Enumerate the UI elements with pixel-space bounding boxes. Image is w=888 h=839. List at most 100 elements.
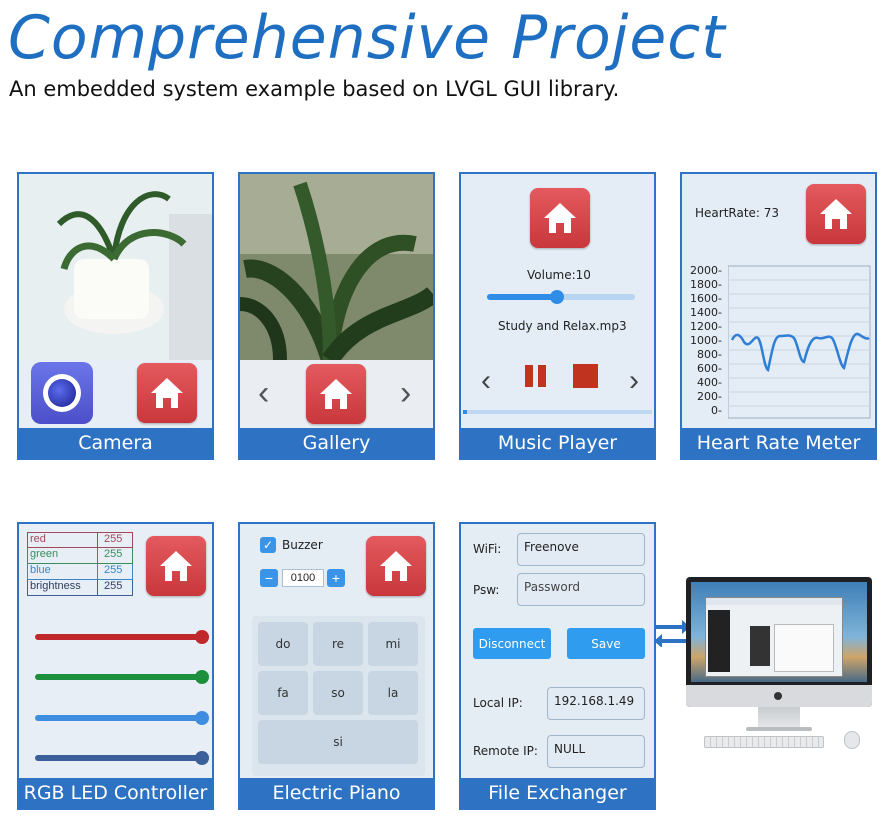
gallery-card[interactable]: ‹ › Gallery	[238, 172, 435, 460]
y-tick: 1600-	[690, 292, 722, 305]
y-tick: 1200-	[690, 320, 722, 333]
blue-slider-knob[interactable]	[195, 711, 209, 725]
green-slider[interactable]	[35, 670, 209, 684]
camera-home-button[interactable]	[137, 363, 197, 423]
heart-y-axis: 2000- 1800- 1600- 1400- 1200- 1000- 800-…	[690, 264, 730, 424]
gallery-image	[240, 174, 433, 360]
stop-button[interactable]	[573, 364, 598, 388]
piano-key-la[interactable]: la	[368, 671, 418, 715]
heartrate-chart	[728, 265, 871, 419]
camera-card[interactable]: Camera	[17, 172, 214, 460]
rgb-home-button[interactable]	[146, 536, 206, 596]
y-tick: 1400-	[690, 306, 722, 319]
piano-key-fa[interactable]: fa	[258, 671, 308, 715]
home-icon	[151, 378, 183, 408]
y-tick: 1000-	[690, 334, 722, 347]
brightness-slider-knob[interactable]	[195, 751, 209, 765]
rgb-screen: red 255 green 255 blue 255 brightness 25…	[19, 524, 212, 778]
rgb-caption: RGB LED Controller	[19, 778, 212, 808]
volume-slider[interactable]	[487, 290, 635, 304]
monitor-stand	[758, 707, 800, 729]
plant-photo	[240, 174, 433, 360]
gallery-screen: ‹ ›	[240, 174, 433, 428]
brightness-slider[interactable]	[35, 751, 209, 765]
counter-display[interactable]: 0100	[282, 569, 324, 587]
heart-screen: HeartRate: 73 2000- 1800- 1600- 1400- 12…	[682, 174, 875, 428]
save-button[interactable]: Save	[567, 628, 645, 659]
home-icon	[320, 379, 352, 409]
color-name: brightness	[28, 580, 98, 595]
music-home-button[interactable]	[530, 188, 590, 248]
table-row: green 255	[27, 548, 133, 564]
color-name: blue	[28, 564, 98, 579]
red-slider-knob[interactable]	[195, 630, 209, 644]
file-card[interactable]: WiFi: Freenove Psw: Password Disconnect …	[459, 522, 656, 810]
y-tick: 2000-	[690, 264, 722, 277]
color-value: 255	[104, 548, 123, 560]
camera-preview	[19, 174, 212, 360]
heartrate-line	[730, 332, 870, 372]
table-row: blue 255	[27, 564, 133, 580]
minus-button[interactable]: −	[260, 569, 278, 587]
y-tick: 400-	[697, 376, 722, 389]
plus-button[interactable]: +	[327, 569, 345, 587]
piano-key-mi[interactable]: mi	[368, 622, 418, 666]
camera-screen	[19, 174, 212, 428]
local-ip-field[interactable]: 192.168.1.49	[547, 687, 645, 720]
password-field[interactable]: Password	[517, 573, 645, 606]
file-caption: File Exchanger	[461, 778, 654, 808]
file-screen: WiFi: Freenove Psw: Password Disconnect …	[461, 524, 654, 778]
piano-card[interactable]: ✓ Buzzer − 0100 + do re mi fa so la si E…	[238, 522, 435, 810]
piano-key-si[interactable]: si	[258, 720, 418, 764]
gallery-next-button[interactable]: ›	[400, 374, 412, 412]
gallery-home-button[interactable]	[306, 364, 366, 424]
disconnect-button[interactable]: Disconnect	[473, 628, 551, 659]
red-slider[interactable]	[35, 630, 209, 644]
wifi-ssid-field[interactable]: Freenove	[517, 533, 645, 566]
music-card[interactable]: Volume:10 Study and Relax.mp3 ‹ › Music …	[459, 172, 656, 460]
home-icon	[160, 551, 192, 581]
y-tick: 200-	[697, 390, 722, 403]
gallery-prev-button[interactable]: ‹	[258, 374, 270, 412]
buzzer-label: Buzzer	[282, 538, 323, 552]
music-next-button[interactable]: ›	[629, 364, 639, 397]
music-prev-button[interactable]: ‹	[481, 364, 491, 397]
piano-home-button[interactable]	[366, 536, 426, 596]
heart-home-button[interactable]	[806, 184, 866, 244]
computer-illustration	[686, 577, 872, 752]
plant-photo	[19, 174, 212, 360]
green-slider-knob[interactable]	[195, 670, 209, 684]
piano-key-re[interactable]: re	[313, 622, 363, 666]
heart-card[interactable]: HeartRate: 73 2000- 1800- 1600- 1400- 12…	[680, 172, 877, 460]
buzzer-checkbox[interactable]: ✓	[260, 537, 276, 553]
y-tick: 0-	[711, 404, 722, 417]
remote-ip-label: Remote IP:	[473, 744, 538, 758]
piano-key-do[interactable]: do	[258, 622, 308, 666]
monitor	[686, 577, 872, 707]
track-title: Study and Relax.mp3	[498, 319, 627, 333]
pause-button[interactable]	[524, 365, 548, 387]
mouse	[844, 731, 860, 749]
piano-key-so[interactable]: so	[313, 671, 363, 715]
table-row: red 255	[27, 532, 133, 548]
rgb-card[interactable]: red 255 green 255 blue 255 brightness 25…	[17, 522, 214, 810]
y-tick: 600-	[697, 362, 722, 375]
monitor-screen	[691, 582, 867, 682]
piano-caption: Electric Piano	[240, 778, 433, 808]
volume-knob[interactable]	[549, 290, 564, 304]
page-subtitle: An embedded system example based on LVGL…	[9, 77, 620, 101]
volume-label: Volume:10	[527, 268, 591, 282]
exchange-arrows-icon	[654, 620, 690, 647]
color-value: 255	[104, 580, 123, 592]
camera-lens-icon	[43, 374, 81, 412]
home-icon	[544, 203, 576, 233]
blue-slider[interactable]	[35, 711, 209, 725]
heartrate-label: HeartRate: 73	[695, 206, 780, 220]
remote-ip-field[interactable]: NULL	[547, 735, 645, 768]
playback-progress-fill	[463, 410, 467, 414]
playback-progress[interactable]	[463, 410, 652, 414]
home-icon	[380, 551, 412, 581]
music-caption: Music Player	[461, 428, 654, 458]
camera-shutter-button[interactable]	[31, 362, 93, 424]
music-screen: Volume:10 Study and Relax.mp3 ‹ ›	[461, 174, 654, 428]
